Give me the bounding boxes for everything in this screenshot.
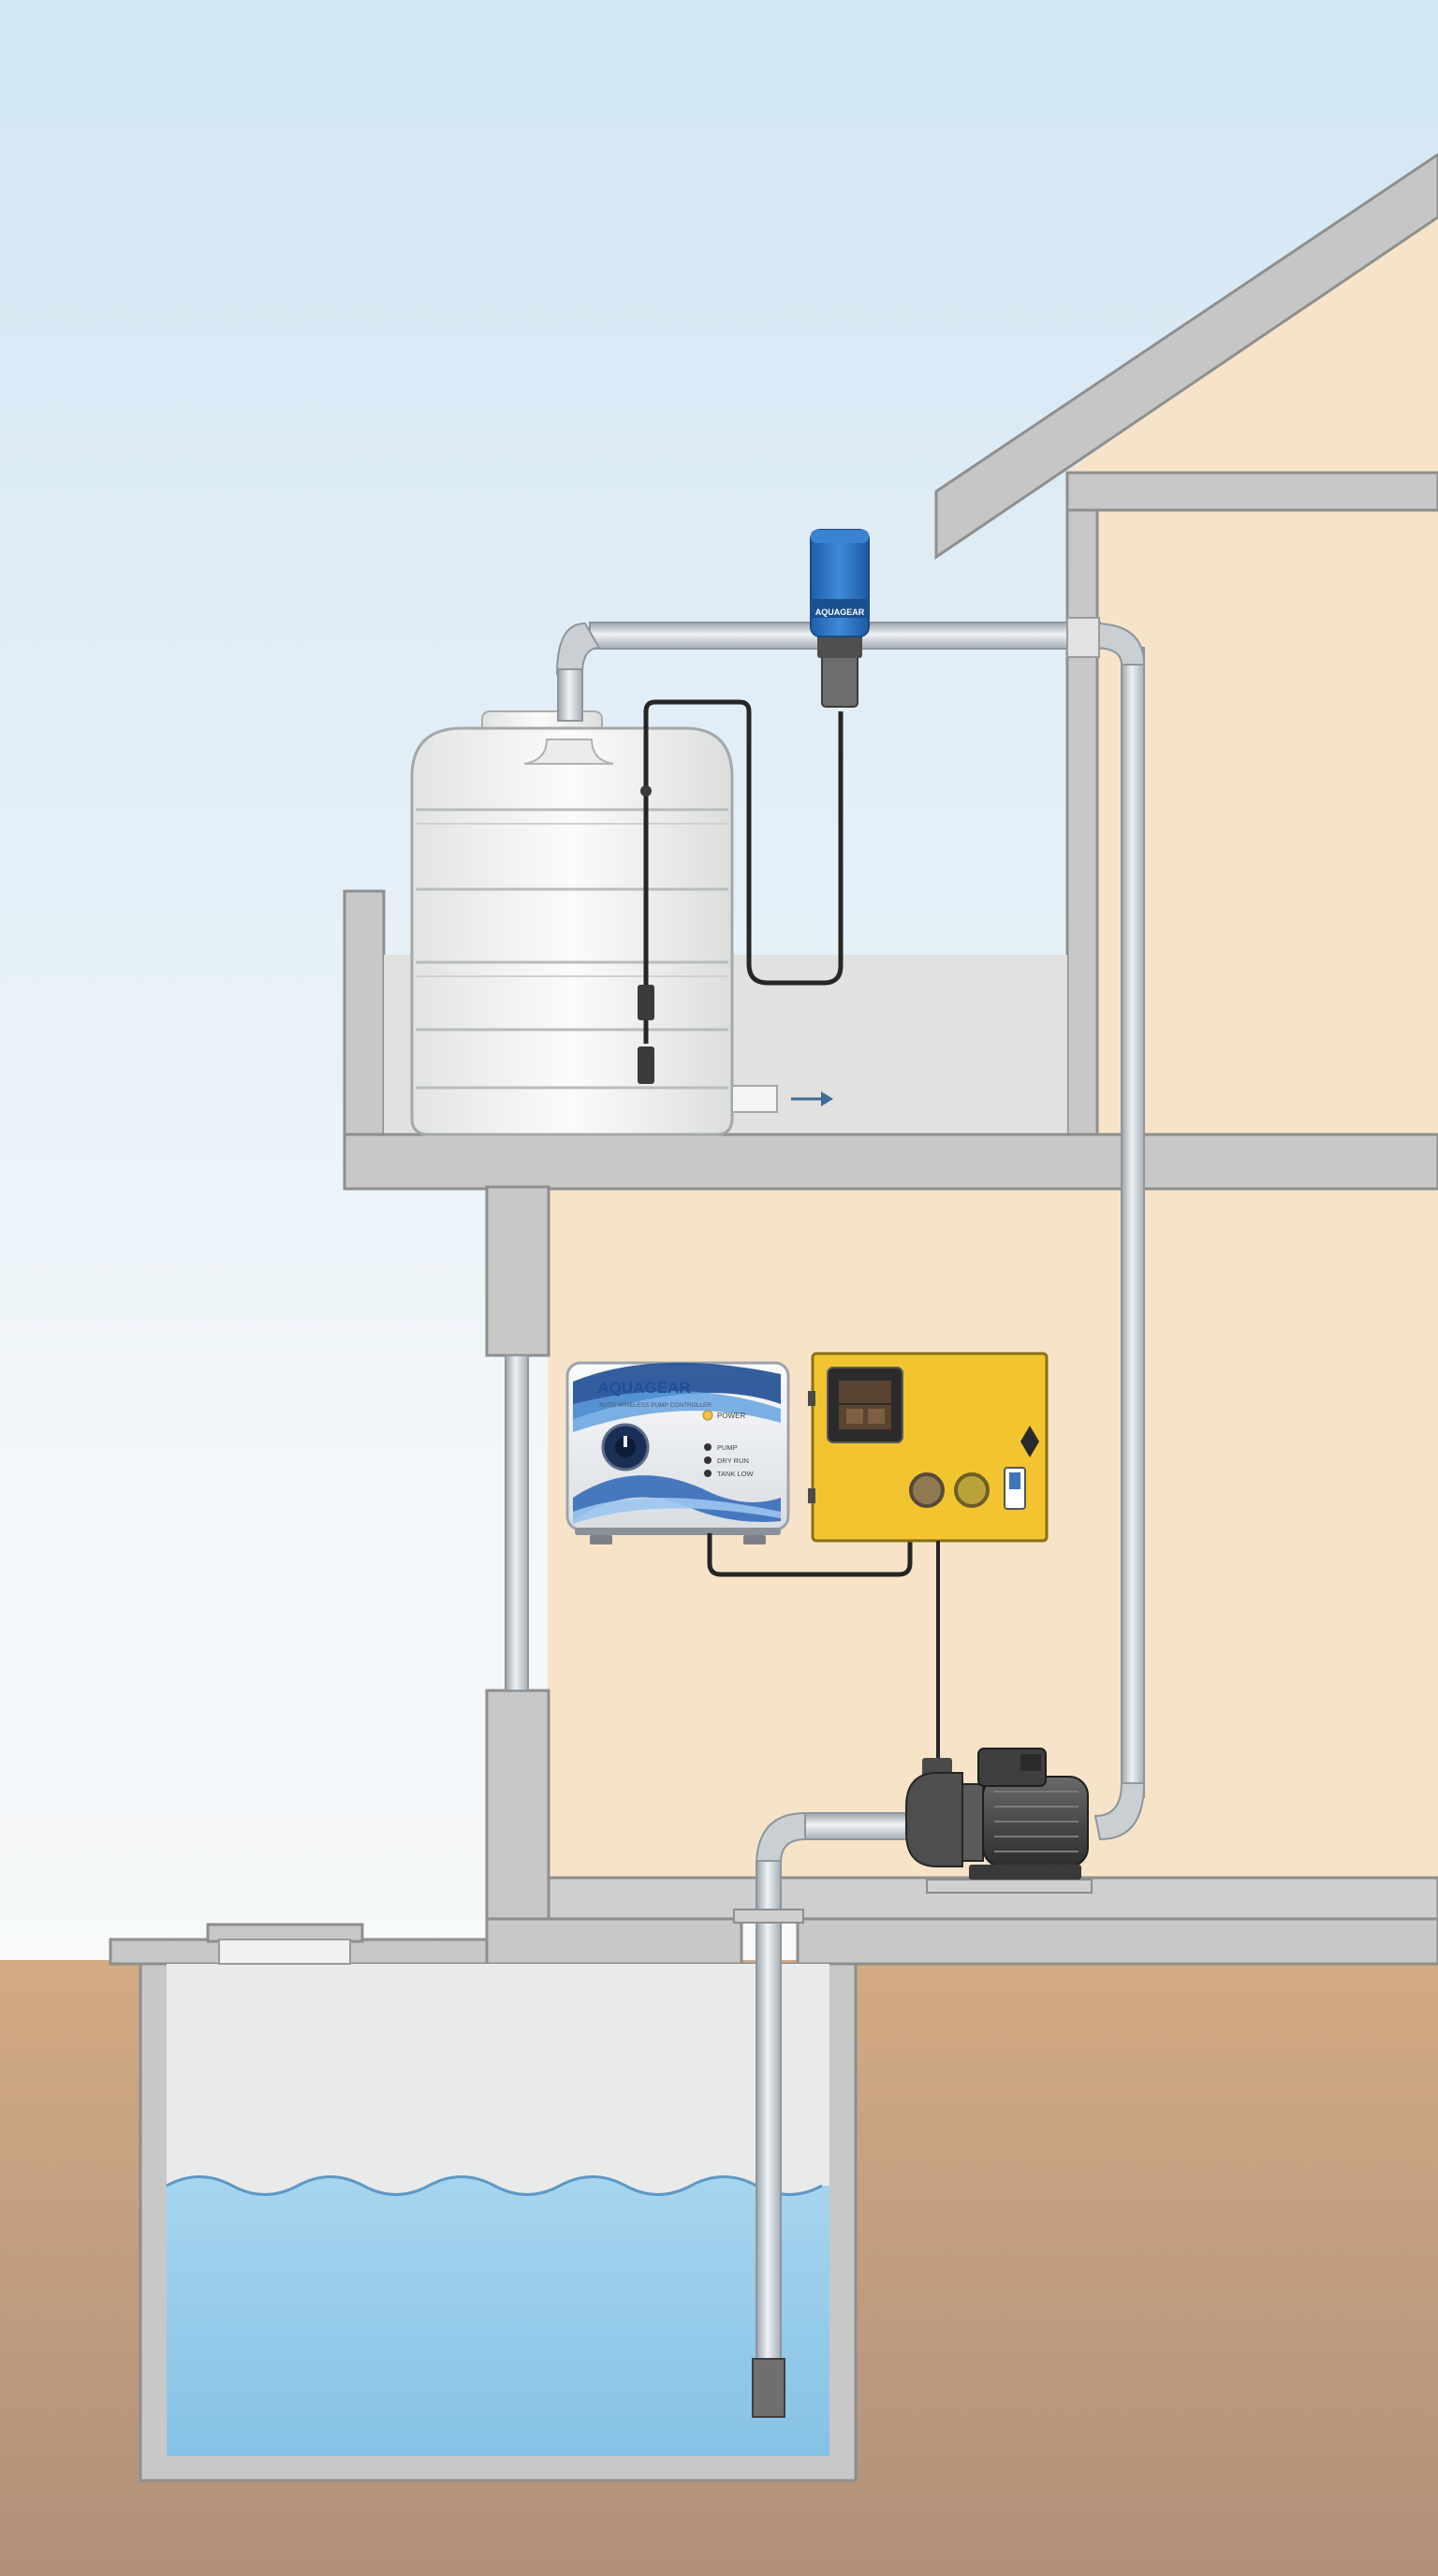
suction-pipe (733, 1811, 909, 2418)
motor-starter-box (808, 1352, 1049, 1543)
sensor-brand-label: AQUAGEAR (815, 607, 865, 617)
float-switch-icon (638, 699, 844, 1084)
controller-cable (707, 1533, 913, 1577)
controller-brand-name: AQUAGEAR (597, 1379, 690, 1397)
terrace-parapet (343, 889, 386, 1144)
pump-led-icon (704, 1443, 712, 1451)
wireless-level-sensor: AQUAGEAR (810, 529, 870, 708)
dry-run-led-icon (704, 1456, 712, 1464)
sump-water (167, 2176, 829, 2456)
attic-floor-beam (1065, 471, 1438, 512)
ground-plinth-mid (485, 1917, 743, 1966)
power-label: POWER (717, 1412, 745, 1420)
ground-plinth-right (796, 1917, 1438, 1966)
delivery-pipe (555, 617, 1146, 1841)
pump-controller-unit: AQUAGEAR AUTO WIRELESS PUMP CONTROLLER P… (565, 1361, 790, 1544)
left-column-upper (485, 1185, 550, 1357)
flow-arrow-icon (791, 1091, 833, 1106)
first-floor-slab (343, 1133, 1438, 1191)
sump-manhole-cover (218, 1939, 351, 1965)
left-column-lower (485, 1689, 550, 1964)
indicator-tank-low-label: TANK LOW (717, 1470, 755, 1478)
roof (934, 153, 1438, 560)
starter-stop-button[interactable] (954, 1472, 990, 1508)
upper-wall-column (1065, 471, 1099, 1139)
controller-subtitle: AUTO WIRELESS PUMP CONTROLLER (599, 1402, 712, 1409)
house-upper-wall (1095, 505, 1438, 1142)
indicator-pump-label: PUMP (717, 1443, 738, 1452)
centrifugal-pump (905, 1748, 1093, 1894)
sump-water-surface (166, 2175, 823, 2196)
starter-start-button[interactable] (909, 1472, 945, 1508)
tank-low-led-icon (704, 1470, 712, 1477)
starter-indicator (1020, 1426, 1039, 1457)
indicator-dry-run-label: DRY RUN (717, 1456, 749, 1465)
wall-conduit (505, 1354, 529, 1691)
power-led-icon (702, 1410, 713, 1421)
tank-outlet-pipe (731, 1085, 778, 1113)
overhead-water-tank (410, 710, 734, 1136)
